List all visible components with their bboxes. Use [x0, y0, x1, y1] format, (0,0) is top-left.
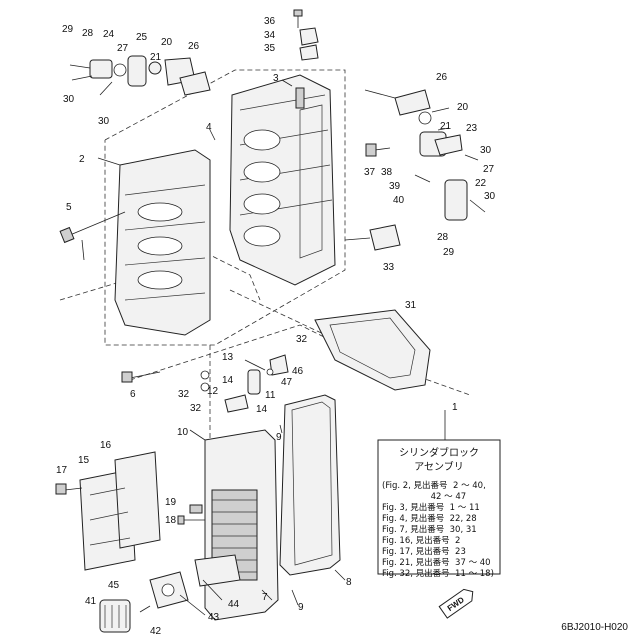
label-1: 1 [452, 402, 458, 413]
legend-line: Fig. 4, 見出番号 22, 28 [382, 513, 477, 524]
label-29: 29 [443, 247, 455, 258]
label-32: 32 [296, 334, 308, 345]
label-2: 2 [79, 154, 85, 165]
label-10: 10 [177, 427, 189, 438]
label-5: 5 [66, 202, 72, 213]
label-43: 43 [208, 612, 220, 623]
label-32: 32 [190, 403, 202, 414]
label-32: 32 [178, 389, 190, 400]
legend-line: Fig. 16, 見出番号 2 [382, 535, 460, 546]
label-19: 19 [165, 497, 177, 508]
label-23: 23 [466, 123, 478, 134]
legend-line: Fig. 21, 見出番号 37 ～ 40 [382, 557, 491, 568]
label-3: 3 [273, 73, 279, 84]
label-34: 34 [264, 30, 276, 41]
label-35: 35 [264, 43, 276, 54]
fwd-mark [438, 588, 474, 619]
label-37: 37 [364, 167, 376, 178]
label-8: 8 [346, 577, 352, 588]
label-27: 27 [483, 164, 495, 175]
label-31: 31 [405, 300, 417, 311]
label-26: 26 [436, 72, 448, 83]
label-24: 24 [103, 29, 115, 40]
label-15: 15 [78, 455, 90, 466]
bolts-18-19 [177, 504, 205, 525]
label-40: 40 [393, 195, 405, 206]
sensor-parts [121, 354, 289, 413]
legend-box [377, 439, 501, 575]
label-14: 14 [222, 375, 234, 386]
label-30: 30 [480, 145, 492, 156]
legend-line: Fig. 7, 見出番号 30, 31 [382, 524, 477, 535]
label-6: 6 [130, 389, 136, 400]
label-4: 4 [206, 122, 212, 133]
label-39: 39 [389, 181, 401, 192]
label-18: 18 [165, 515, 177, 526]
label-17: 17 [56, 465, 68, 476]
label-20: 20 [457, 102, 469, 113]
label-21: 21 [440, 121, 452, 132]
plate-33 [344, 224, 401, 251]
label-13: 13 [222, 352, 234, 363]
cylinder-block [229, 74, 336, 286]
exhaust-cover-gasket-8 [279, 394, 341, 576]
leader-lines [81, 79, 450, 616]
legend-title-line1: シリンダブロック [399, 446, 479, 459]
label-46: 46 [292, 366, 304, 377]
label-27: 27 [117, 43, 129, 54]
label-25: 25 [136, 32, 148, 43]
legend-line: (Fig. 2, 見出番号 2 ～ 40, [382, 480, 486, 491]
label-38: 38 [381, 167, 393, 178]
cover-plates-15-16 [55, 451, 161, 571]
label-44: 44 [228, 599, 240, 610]
thermostat-assembly-right [365, 89, 486, 221]
label-30: 30 [484, 191, 496, 202]
label-11: 11 [265, 390, 276, 401]
gasket-31 [314, 309, 431, 391]
part-number-labels: 29 28 24 27 25 20 21 26 30 30 36 34 35 3… [56, 16, 496, 637]
label-45: 45 [108, 580, 120, 591]
label-21: 21 [150, 52, 162, 63]
label-42: 42 [150, 626, 162, 637]
label-7: 7 [262, 592, 268, 603]
label-30: 30 [98, 116, 110, 127]
legend-line: Fig. 17, 見出番号 23 [382, 546, 466, 557]
label-29: 29 [62, 24, 74, 35]
label-14: 14 [256, 404, 268, 415]
diagram-code: 6BJ2010-H020 [561, 622, 628, 633]
label-41: 41 [85, 596, 97, 607]
legend-text: シリンダブロック アセンブリ (Fig. 2, 見出番号 2 ～ 40, 42 … [382, 446, 494, 579]
label-16: 16 [100, 440, 112, 451]
label-33: 33 [383, 262, 395, 273]
oil-filter-assembly [99, 554, 241, 633]
legend-title-line2: アセンブリ [414, 460, 464, 473]
label-22: 22 [475, 178, 487, 189]
label-36: 36 [264, 16, 276, 27]
label-9: 9 [298, 602, 304, 613]
thermostat-assembly-left [69, 55, 211, 96]
label-47: 47 [281, 377, 293, 388]
label-12: 12 [207, 386, 219, 397]
crankcase [114, 149, 211, 336]
label-9: 9 [276, 432, 282, 443]
label-26: 26 [188, 41, 200, 52]
bolt-5 [59, 211, 126, 244]
label-28: 28 [82, 28, 94, 39]
legend-line: 42 ～ 47 [382, 492, 466, 502]
label-20: 20 [161, 37, 173, 48]
label-28: 28 [437, 232, 449, 243]
legend-line: Fig. 32, 見出番号 11 ～ 18) [382, 568, 494, 579]
top-fitting-parts [293, 9, 319, 61]
legend-line: Fig. 3, 見出番号 1 ～ 11 [382, 502, 480, 513]
label-30: 30 [63, 94, 75, 105]
